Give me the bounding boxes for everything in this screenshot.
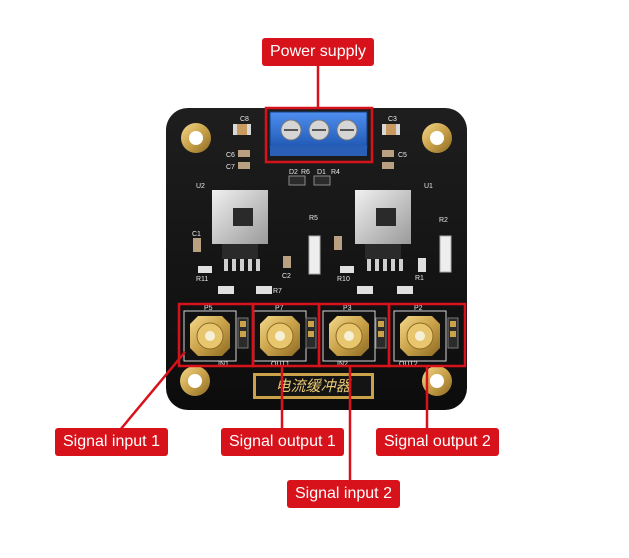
silk-r6: R6	[301, 169, 310, 176]
smd-r9	[357, 286, 373, 294]
silk-c5: C5	[398, 152, 407, 159]
regulator-u1	[355, 190, 411, 271]
resistor-r2	[439, 235, 452, 273]
sma-connector-out2	[393, 310, 459, 362]
silk-r5: R5	[309, 215, 318, 222]
silk-r11: R11	[196, 276, 208, 283]
capacitor-c4	[382, 162, 394, 169]
silk-c2: C2	[282, 273, 291, 280]
capacitor-c6	[238, 150, 250, 157]
mounting-hole-bottom-right	[422, 366, 452, 396]
silk-p5: P5	[204, 305, 213, 312]
sma-connector-out1	[253, 310, 317, 362]
silk-r2: R2	[439, 217, 448, 224]
smd-r3	[397, 286, 413, 294]
capacitor-c3	[382, 124, 400, 135]
callout-signal-output-1: Signal output 1	[221, 428, 344, 456]
callout-signal-output-2: Signal output 2	[376, 428, 499, 456]
sma-connector-in2	[322, 310, 387, 362]
smd-r1	[418, 258, 426, 272]
mounting-hole-bottom-left	[180, 366, 210, 396]
callout-signal-input-2: Signal input 2	[287, 480, 400, 508]
capacitor-c8	[233, 124, 251, 135]
diode-d1	[313, 175, 331, 186]
board-title: 电流缓冲器	[275, 377, 352, 395]
sma-connector-in1	[183, 310, 249, 362]
silk-c8: C8	[240, 116, 249, 123]
silk-c6: C6	[226, 152, 235, 159]
mounting-hole-top-right	[422, 123, 452, 153]
capacitor-c7	[238, 162, 250, 169]
silk-in2: IN2	[337, 361, 348, 368]
smd-r8	[218, 286, 234, 294]
silk-p7: P7	[275, 305, 284, 312]
silk-c3: C3	[388, 116, 397, 123]
silk-c7: C7	[226, 164, 235, 171]
silk-out1: OUT1	[271, 361, 290, 368]
diode-d2	[288, 175, 306, 186]
callout-line-in1	[119, 351, 186, 431]
silk-u2: U2	[196, 183, 205, 190]
smd-c1	[193, 238, 201, 252]
silk-p2: P2	[414, 305, 423, 312]
silk-in1: IN1	[218, 361, 229, 368]
board-title-plate: 电流缓冲器	[253, 373, 374, 399]
callout-signal-input-1: Signal input 1	[55, 428, 168, 456]
silk-c1: C1	[192, 231, 201, 238]
silk-d2: D2	[289, 169, 298, 176]
silk-r4: R4	[331, 169, 340, 176]
smd-r10	[340, 266, 354, 273]
silk-out2: OUT2	[399, 361, 418, 368]
silk-r10: R10	[337, 276, 350, 283]
smd-r7	[256, 286, 272, 294]
silk-d1: D1	[317, 169, 326, 176]
silk-r7: R7	[273, 288, 282, 295]
power-terminal-block	[269, 111, 368, 156]
smd-r11	[198, 266, 212, 273]
capacitor-c5	[382, 150, 394, 157]
mounting-hole-top-left	[181, 123, 211, 153]
silk-r1: R1	[415, 275, 424, 282]
silk-u1: U1	[424, 183, 433, 190]
silk-p3: P3	[343, 305, 352, 312]
resistor-r5	[308, 235, 321, 275]
regulator-u2	[212, 190, 268, 271]
smd-c2	[283, 256, 291, 268]
smd-c9	[334, 236, 342, 250]
callout-power-supply: Power supply	[262, 38, 375, 66]
